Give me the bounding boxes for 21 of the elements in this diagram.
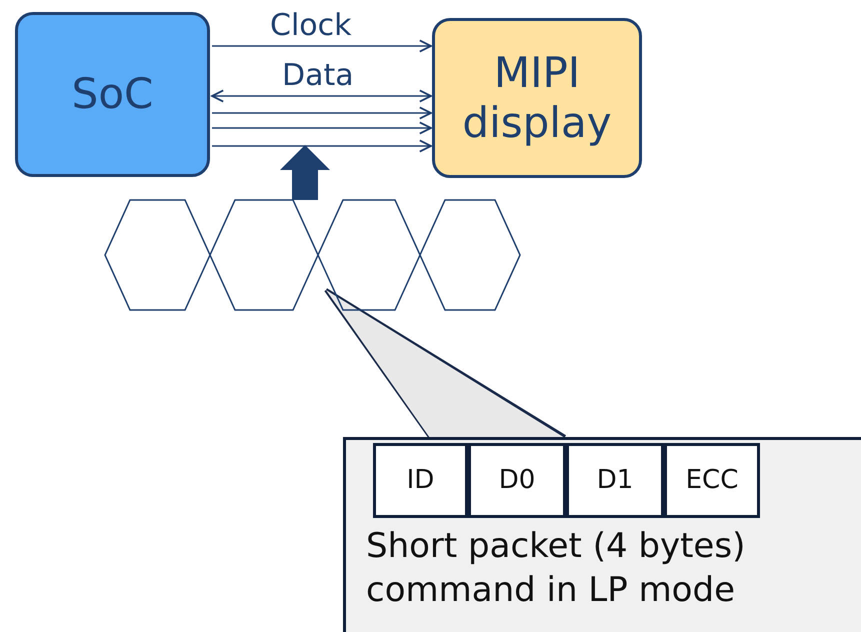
callout-text: Short packet (4 bytes) command in LP mode — [366, 525, 746, 612]
display-box: MIPI display — [432, 18, 642, 178]
signal-hexagon — [419, 199, 521, 311]
callout-pointer — [324, 288, 567, 439]
packet-field: ECC — [664, 443, 760, 518]
signal-line — [211, 90, 432, 102]
edge-label: Clock — [270, 11, 352, 41]
soc-box: SoC — [15, 12, 210, 177]
packet-field: ID — [373, 443, 468, 518]
packet-field: D0 — [468, 443, 566, 518]
signal-line — [212, 106, 432, 120]
signal-hexagon — [104, 199, 211, 311]
block-arrow — [280, 145, 330, 200]
signal-line — [212, 122, 432, 134]
callout-panel — [343, 437, 861, 632]
packet-field: D1 — [566, 443, 664, 518]
edge-label: Data — [282, 61, 354, 91]
signal-line — [212, 40, 432, 52]
signal-hexagon — [317, 199, 421, 311]
signal-hexagon — [209, 199, 319, 311]
signal-line — [212, 140, 432, 152]
